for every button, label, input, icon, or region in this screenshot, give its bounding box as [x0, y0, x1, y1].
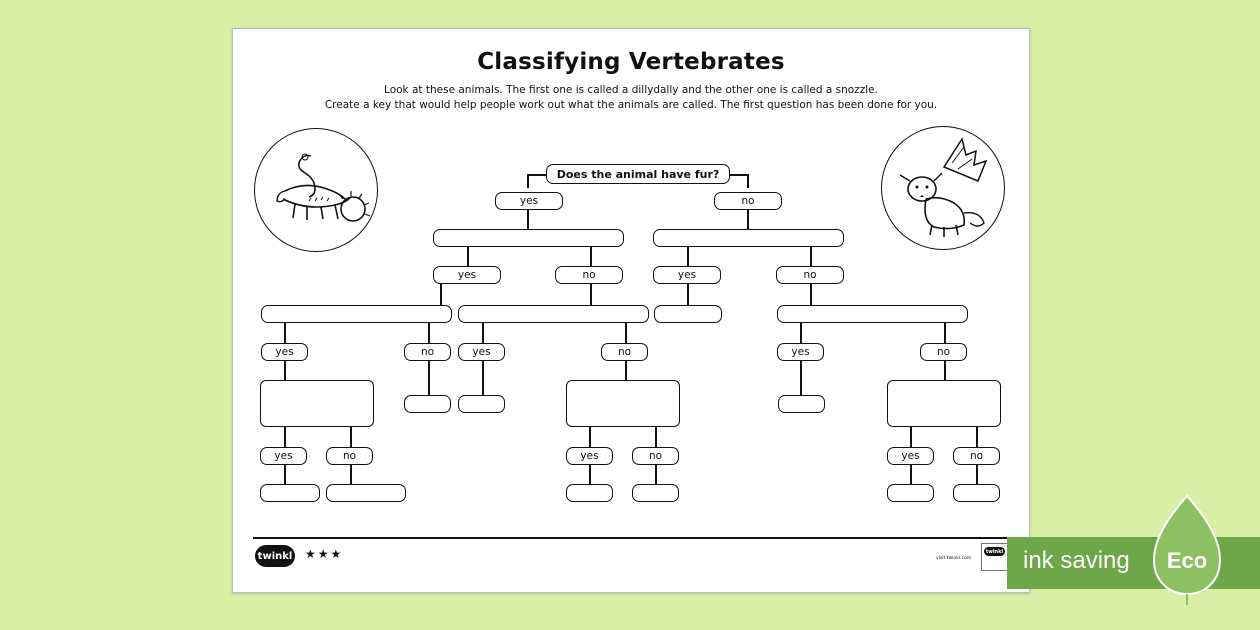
no-label: no [714, 192, 782, 210]
no-label: no [632, 447, 679, 465]
blank-answer-box[interactable] [778, 395, 825, 413]
yes-label: yes [261, 343, 308, 361]
visit-text: visit twinkl.com [936, 556, 972, 561]
blank-answer-box[interactable] [260, 484, 320, 502]
footer-divider [253, 537, 1009, 539]
instruction-line-1: Look at these animals. The first one is … [384, 84, 878, 96]
twinkl-logo: twinkl [255, 545, 295, 567]
dillydally-image [254, 128, 378, 252]
difficulty-stars: ★★★ [305, 547, 344, 561]
blank-answer-box[interactable] [953, 484, 1000, 502]
no-label: no [953, 447, 1000, 465]
eco-leaf-icon: Eco [1152, 494, 1222, 610]
blank-answer-box[interactable] [458, 395, 505, 413]
blank-question-box[interactable] [433, 229, 624, 247]
yes-label: yes [566, 447, 613, 465]
root-question-box: Does the animal have fur? [546, 164, 730, 184]
yes-label: yes [653, 266, 721, 284]
instruction-line-2: Create a key that would help people work… [324, 99, 938, 111]
worksheet-title: Classifying Vertebrates [477, 49, 785, 75]
yes-label: yes [433, 266, 501, 284]
yes-label: yes [260, 447, 307, 465]
no-label: no [776, 266, 844, 284]
blank-answer-box[interactable] [404, 395, 451, 413]
blank-answer-box[interactable] [326, 484, 406, 502]
blank-answer-box[interactable] [566, 484, 613, 502]
no-label: no [555, 266, 623, 284]
ink-saving-label: ink saving [1023, 547, 1130, 574]
no-label: no [601, 343, 648, 361]
blank-question-box[interactable] [653, 229, 844, 247]
ink-saving-banner: ink saving [1007, 537, 1260, 589]
twinkl-badge-label: twinkl [984, 547, 1005, 556]
blank-question-box[interactable] [458, 305, 649, 323]
eco-badge-label: Eco [1167, 548, 1207, 573]
worksheet: Classifying Vertebrates Look at these an… [232, 28, 1030, 593]
yes-label: yes [777, 343, 824, 361]
no-label: no [404, 343, 451, 361]
blank-answer-box[interactable] [887, 484, 934, 502]
blank-answer-box[interactable] [654, 305, 722, 323]
no-label: no [326, 447, 373, 465]
yes-label: yes [495, 192, 563, 210]
blank-question-box[interactable] [261, 305, 452, 323]
blank-question-box[interactable] [260, 380, 374, 427]
no-label: no [920, 343, 967, 361]
blank-question-box[interactable] [777, 305, 968, 323]
snozzle-image [881, 126, 1005, 250]
blank-answer-box[interactable] [632, 484, 679, 502]
blank-question-box[interactable] [887, 380, 1001, 427]
yes-label: yes [458, 343, 505, 361]
yes-label: yes [887, 447, 934, 465]
blank-question-box[interactable] [566, 380, 680, 427]
twinkl-badge: twinkl [981, 543, 1009, 571]
